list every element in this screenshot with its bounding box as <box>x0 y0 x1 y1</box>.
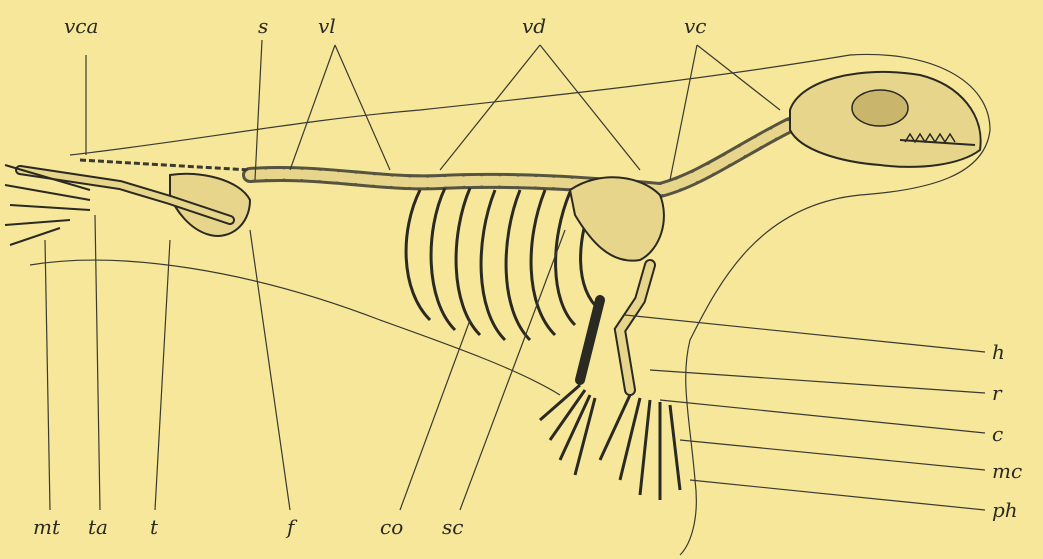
label-ta: ta <box>88 517 108 537</box>
label-sc: sc <box>442 517 463 537</box>
label-vc: vc <box>684 16 707 36</box>
label-c: c <box>992 424 1003 444</box>
label-mt: mt <box>33 517 60 537</box>
label-ph: ph <box>992 500 1018 520</box>
label-t: t <box>150 517 158 537</box>
label-mc: mc <box>992 461 1022 481</box>
label-vd: vd <box>522 16 546 36</box>
label-vca: vca <box>64 16 98 36</box>
label-r: r <box>992 383 1002 403</box>
label-s: s <box>258 16 268 36</box>
label-f: f <box>287 517 294 537</box>
label-h: h <box>992 342 1005 362</box>
scapula <box>570 177 664 260</box>
label-co: co <box>380 517 403 537</box>
rib-cage <box>406 188 600 340</box>
skull <box>790 72 981 167</box>
caudal-vertebrae <box>80 160 250 170</box>
label-vl: vl <box>318 16 336 36</box>
